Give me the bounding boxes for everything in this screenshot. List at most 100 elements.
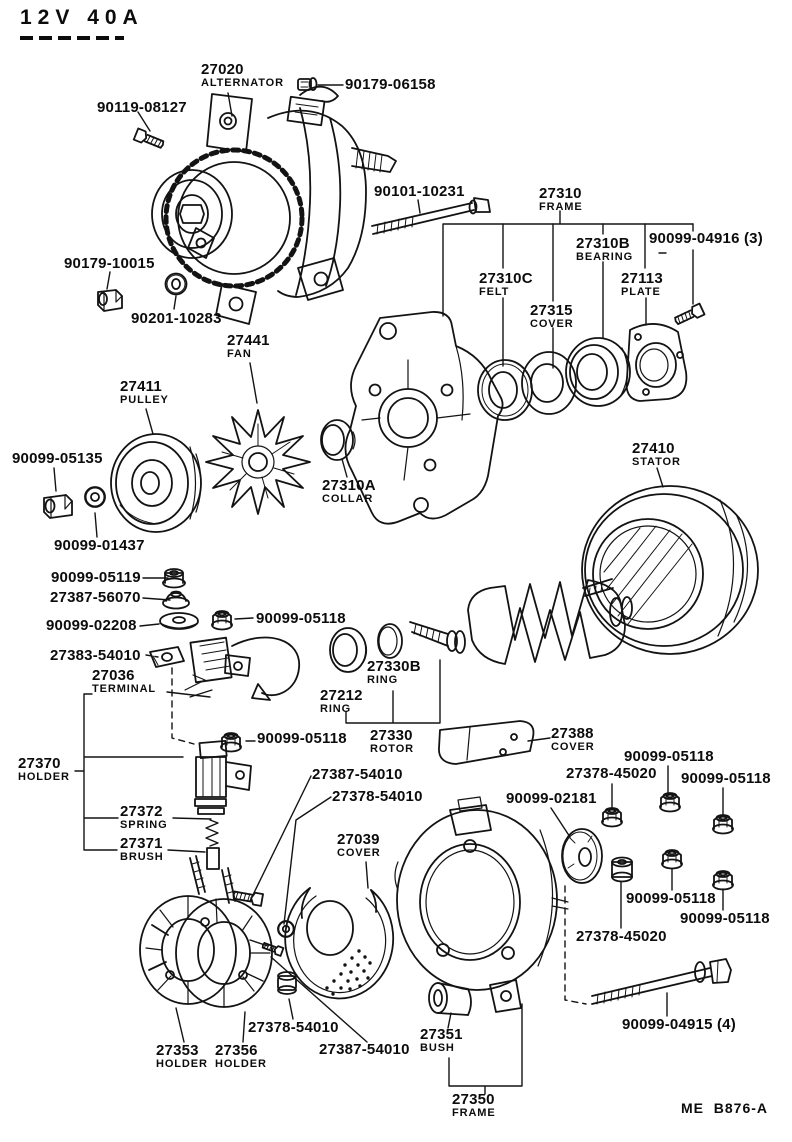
part-number: 90099-05135 <box>12 450 103 467</box>
part-label-90179-06158-1: 90179-06158 <box>345 77 436 92</box>
part-number: 90099-05118 <box>624 748 714 765</box>
cover-27039-drawing <box>285 888 393 998</box>
nut-27378-54010-lower <box>278 972 296 994</box>
part-number: 27310B <box>576 235 630 252</box>
rotor-27330-drawing <box>410 580 632 664</box>
bushing-27378-45020-2 <box>612 858 632 882</box>
part-number: 27330 <box>370 727 413 744</box>
part-number: 90099-02181 <box>506 790 597 807</box>
part-number: 27330B <box>367 658 421 675</box>
nut-90099-05118-3 <box>661 849 683 870</box>
washer-90201-10283 <box>166 274 187 295</box>
part-number: 27410 <box>632 440 675 457</box>
part-label-90099-05135-15: 90099-05135 <box>12 451 103 466</box>
part-name: ROTOR <box>370 743 415 755</box>
part-number: 27113 <box>621 270 663 287</box>
part-number: 90099-05118 <box>256 610 346 627</box>
washer-90099-02181 <box>562 829 602 883</box>
part-label-27387-54010-45: 27387-54010 <box>319 1042 410 1057</box>
ring-27330B <box>378 624 402 658</box>
bolt-27387-54010-target <box>231 888 264 907</box>
part-name: COLLAR <box>322 493 374 505</box>
part-number: 90179-06158 <box>345 76 436 93</box>
part-number: 90099-05118 <box>257 730 347 747</box>
part-number: 27039 <box>337 831 380 848</box>
part-label-90201-10283-11: 90201-10283 <box>131 311 222 326</box>
part-number: 27310 <box>539 185 582 202</box>
part-number: 27310C <box>479 270 533 287</box>
nut-90179-06158 <box>298 78 317 90</box>
nut-90099-05135 <box>44 495 72 518</box>
cover-27388 <box>439 721 534 764</box>
part-number: 27378-45020 <box>576 928 667 945</box>
bolt-90099-04915 <box>592 959 731 1004</box>
bolt-90119-08127 <box>132 127 167 152</box>
part-number: 90099-05118 <box>626 890 716 907</box>
part-label-27383-54010-22: 27383-54010 <box>50 648 141 663</box>
part-label-90099-05119-18: 90099-05119 <box>51 570 141 585</box>
leader-lines <box>54 85 723 1094</box>
washer-90099-02208 <box>160 613 198 629</box>
frame-27350-drawing <box>395 797 568 1012</box>
part-name: BUSH <box>420 1042 455 1054</box>
part-name: COVER <box>551 741 595 753</box>
stator-27410-drawing <box>582 486 758 654</box>
part-name: HOLDER <box>18 771 70 783</box>
bush-27351 <box>429 983 471 1015</box>
terminal-27036-drawing <box>185 637 299 700</box>
part-label-90099-01437-17: 90099-01437 <box>54 538 145 553</box>
part-number: 27387-54010 <box>319 1041 410 1058</box>
part-number: 90099-04915 (4) <box>622 1016 736 1033</box>
part-name: HOLDER <box>215 1058 267 1070</box>
nut-90099-05119 <box>163 569 185 588</box>
part-label-27387-56070-19: 27387-56070 <box>50 590 141 605</box>
part-number: 90099-01437 <box>54 537 145 554</box>
part-number: 27383-54010 <box>50 647 141 664</box>
part-label-90099-02181-35: 90099-02181 <box>506 791 597 806</box>
part-label-90179-10015-7: 90179-10015 <box>64 256 155 271</box>
part-name: TERMINAL <box>92 683 157 695</box>
part-number: 90099-02208 <box>46 617 137 634</box>
part-label-90099-05118-33: 90099-05118 <box>681 771 771 786</box>
title-underline <box>20 36 124 40</box>
part-name: COVER <box>530 318 574 330</box>
part-number: 27353 <box>156 1042 199 1059</box>
holders-27353-27356-drawing <box>140 896 272 1007</box>
insulator-27387-56070 <box>163 592 189 609</box>
part-number: 27315 <box>530 302 573 319</box>
part-name: BEARING <box>576 251 634 263</box>
part-label-90101-10231-3: 90101-10231 <box>374 184 465 199</box>
part-label-90099-05118-20: 90099-05118 <box>256 611 346 626</box>
part-name: FAN <box>227 348 252 360</box>
part-name: RING <box>367 674 399 686</box>
part-number: 27387-56070 <box>50 589 141 606</box>
part-number: 90201-10283 <box>131 310 222 327</box>
nut-90099-05118-2 <box>712 814 734 835</box>
alternator-drawing <box>152 87 396 324</box>
pulley-27411 <box>111 434 201 532</box>
nut-27378-45020-1 <box>601 807 623 828</box>
nut-90179-10015 <box>98 290 122 311</box>
part-label-90099-02208-21: 90099-02208 <box>46 618 137 633</box>
part-label-90099-05118-28: 90099-05118 <box>257 731 347 746</box>
part-number: 27388 <box>551 725 594 742</box>
part-name: FELT <box>479 286 510 298</box>
plate-27383-54010 <box>150 647 184 667</box>
plate-27113 <box>627 324 687 401</box>
bearing-27310B <box>566 338 630 406</box>
part-number: 27378-45020 <box>566 765 657 782</box>
part-number: 90099-05119 <box>51 569 141 586</box>
part-name: COVER <box>337 847 381 859</box>
